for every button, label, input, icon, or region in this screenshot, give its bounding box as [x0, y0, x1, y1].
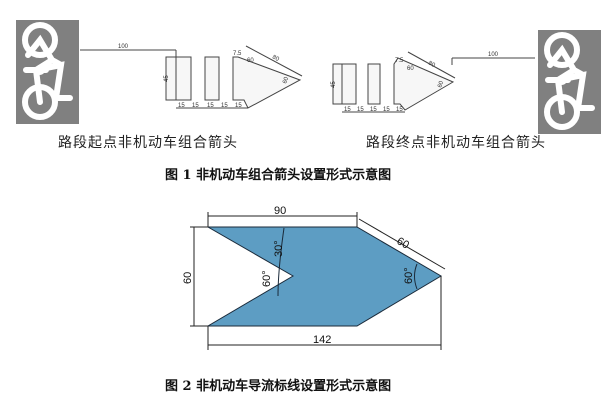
- dim-label: 45: [331, 81, 337, 88]
- right-caption: 路段终点非机动车组合箭头: [366, 135, 546, 151]
- dim-label: 7.5: [395, 58, 404, 64]
- left-caption: 路段起点非机动车组合箭头: [58, 135, 238, 151]
- angle-label: 60°: [403, 267, 415, 284]
- dim-label: 15: [192, 103, 199, 109]
- dim-label-top: 90: [274, 205, 286, 217]
- guide-line-diagram: 90 60 60 142 60° 30° 60°: [182, 205, 446, 350]
- dim-label: 15: [383, 107, 390, 113]
- dim-label: 15: [178, 103, 185, 109]
- dim-label: 60: [282, 76, 290, 85]
- dim-label: 15: [357, 107, 364, 113]
- dim-label: 80: [271, 54, 280, 63]
- dim-label-slant: 60: [395, 235, 412, 252]
- right-arrow-diagram: 100 45 15 15 15 15 15 80 60 60 7.5: [331, 30, 601, 134]
- dim-label: 80: [427, 60, 436, 69]
- angle-label: 30°: [273, 240, 285, 257]
- dim-label: 60: [407, 66, 414, 72]
- dim-label: 15: [396, 107, 403, 113]
- figure1-title: 图 1 非机动车组合箭头设置形式示意图: [165, 168, 392, 183]
- dim-label: 100: [488, 52, 499, 58]
- dim-label: 15: [344, 107, 351, 113]
- dim-label: 15: [221, 103, 228, 109]
- bicycle-icon: [538, 30, 601, 134]
- figure2-title: 图 2 非机动车导流标线设置形式示意图: [165, 379, 392, 394]
- dim-label: 15: [370, 107, 377, 113]
- dim-label: 60: [437, 80, 445, 89]
- dim-label: 45: [164, 75, 170, 82]
- dim-label: 100: [118, 44, 129, 50]
- left-arrow-diagram: 100 45 15 15 15 15 15 80 60 60 7.5: [16, 20, 303, 124]
- bicycle-icon: [16, 20, 79, 124]
- dim-label: 15: [235, 103, 242, 109]
- angle-label: 60°: [261, 270, 273, 287]
- dim-label-bottom: 142: [313, 334, 331, 346]
- dim-label: 15: [207, 103, 214, 109]
- dim-label: 60: [247, 58, 254, 64]
- dim-label-height: 60: [182, 272, 194, 284]
- dim-label: 7.5: [233, 51, 242, 57]
